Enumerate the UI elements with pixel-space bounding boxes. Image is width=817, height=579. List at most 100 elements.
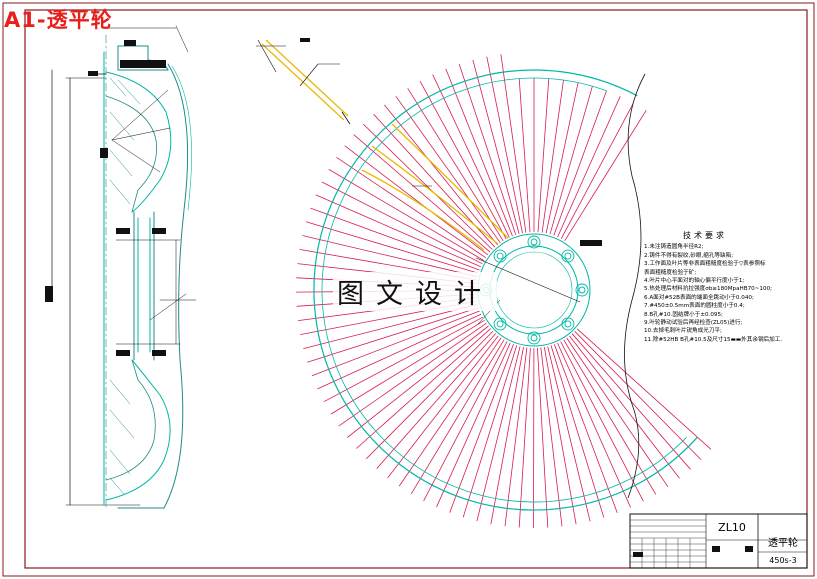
blade-line xyxy=(537,78,550,233)
blade-line xyxy=(315,194,481,268)
blade-line xyxy=(344,145,489,256)
title-block xyxy=(629,513,808,569)
blade-line xyxy=(458,63,517,236)
blade-line xyxy=(338,322,487,427)
blade-line xyxy=(557,96,621,238)
bolt-hole xyxy=(527,331,541,345)
bolt-hole-inner xyxy=(530,334,538,342)
requirement-line: 11.除#52HB B孔#10.5及尺寸15▬▬外其余钢后加工. xyxy=(644,336,783,343)
bolt-hole xyxy=(527,235,541,249)
blade-line xyxy=(560,102,634,239)
requirement-line: 9.叶轮静动试验后再经检查(ZL05)进行; xyxy=(644,320,743,327)
requirement-line: 2.铸件不得有裂纹,砂眼,缩孔等缺陷; xyxy=(644,252,734,259)
blade-line xyxy=(476,346,521,522)
section-view xyxy=(45,25,197,511)
blade-line xyxy=(366,330,494,460)
blade-line xyxy=(541,80,564,233)
blade-line xyxy=(500,54,527,233)
blade-line xyxy=(504,347,528,527)
blade-line xyxy=(462,345,518,518)
blade-line xyxy=(486,56,523,234)
blade-section-detail xyxy=(256,38,351,125)
bolt-hole xyxy=(561,249,575,263)
blade-line xyxy=(537,347,549,528)
technical-requirements: 技术要求 1.未注铸造圆角半径R2; 2.铸件不得有裂纹,砂眼,缩孔等缺陷; 3… xyxy=(644,231,816,344)
blade-line xyxy=(302,235,478,278)
blade-line xyxy=(395,95,501,244)
sheet-title: A1-透平轮 xyxy=(4,8,113,32)
technical-requirements-heading: 技术要求 xyxy=(683,231,727,240)
requirement-line: 6.A面对#52B表面的端面全跳动小于0.040; xyxy=(644,294,754,301)
blade-line xyxy=(311,310,481,377)
blade-line xyxy=(518,347,531,528)
title-block-code: ZL10 xyxy=(718,521,746,534)
blade-line xyxy=(540,347,563,527)
blade-line xyxy=(436,342,511,508)
blade-line xyxy=(398,337,502,487)
blade-line xyxy=(363,123,493,250)
blade-line xyxy=(330,319,485,415)
blade-line xyxy=(553,90,607,236)
requirement-line: 表面粗糙度检验于矿; xyxy=(644,269,697,276)
blade-line xyxy=(518,78,531,233)
blade-line xyxy=(407,88,504,242)
blade-line xyxy=(317,313,482,390)
requirement-line: 8.B孔#10.固结牌小于±0.095; xyxy=(644,311,723,318)
blade-line xyxy=(321,181,483,265)
inner-frame xyxy=(24,9,808,569)
title-block-drawing-no: 450s-3 xyxy=(769,556,797,565)
bolt-hole xyxy=(575,283,589,297)
blade-line xyxy=(310,207,480,271)
blade-line xyxy=(490,346,524,525)
blade-line xyxy=(307,307,479,363)
blade-line xyxy=(305,221,479,274)
blade-line xyxy=(347,325,489,438)
bolt-hole-inner xyxy=(564,252,572,260)
blade-line xyxy=(353,134,491,253)
bolt-hole xyxy=(493,317,507,331)
blade-line xyxy=(566,337,669,487)
blade-line xyxy=(549,86,593,235)
bolt-hole xyxy=(493,249,507,263)
blade-line xyxy=(553,344,618,514)
bolt-hole-inner xyxy=(496,320,504,328)
bolt-hole-inner xyxy=(496,252,504,260)
bolt-hole xyxy=(561,317,575,331)
blade-line xyxy=(445,68,513,237)
blade-line xyxy=(356,328,491,449)
blade-line xyxy=(423,341,508,502)
blade-line xyxy=(576,328,712,450)
blade-line xyxy=(328,169,485,261)
blade-line xyxy=(569,335,680,479)
blade-line xyxy=(564,109,647,242)
blade-line xyxy=(419,80,507,240)
blade-line xyxy=(550,345,605,518)
blade-line xyxy=(547,346,591,522)
requirement-line: 7.#450±0.5mm表面的圆柱度小于0.4; xyxy=(644,303,745,310)
blade-line xyxy=(543,347,577,525)
requirement-line: 3.工作面及叶片等非表面粗糙度检验于▽表参照标 xyxy=(644,261,766,268)
bolt-hole-inner xyxy=(564,320,572,328)
blade-line xyxy=(557,342,631,508)
requirement-line: 5.热处理后材料抗拉强度σb≥180MpaHB70~100; xyxy=(644,286,772,293)
blade-line xyxy=(336,156,487,259)
blade-line xyxy=(384,104,498,246)
blade-line xyxy=(303,303,478,349)
blade-line xyxy=(574,331,702,460)
blade-line xyxy=(560,341,644,502)
blade-line xyxy=(563,339,657,495)
blade-line xyxy=(545,82,579,234)
blade-line xyxy=(472,59,520,235)
requirement-line: 4.叶片中心平面对的轴心偏平行度小于1; xyxy=(644,278,745,285)
blade-line xyxy=(387,335,499,478)
blade-line xyxy=(376,333,497,469)
watermark: 图文设计 xyxy=(333,272,497,311)
bolt-hole-inner xyxy=(530,238,538,246)
bolt-hole-inner xyxy=(578,286,586,294)
title-block-part-name: 透平轮 xyxy=(768,538,798,549)
blade-line xyxy=(410,339,505,495)
blade-line xyxy=(323,316,483,403)
blade-line xyxy=(449,344,514,513)
